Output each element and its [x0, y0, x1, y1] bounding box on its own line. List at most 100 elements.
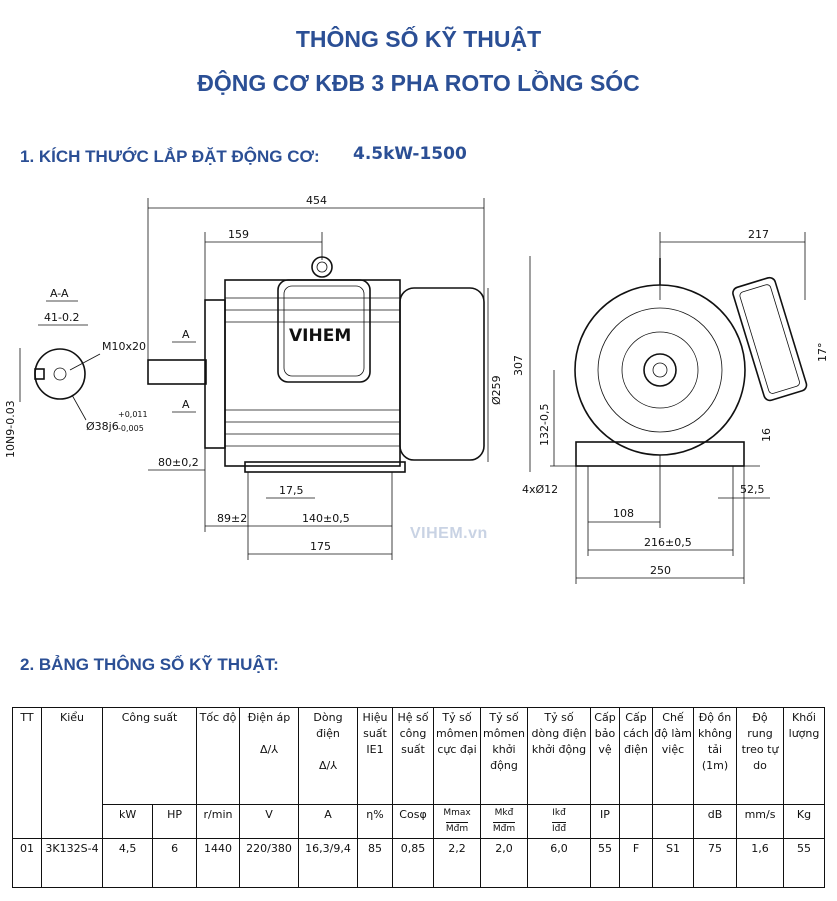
table-row: 01 3K132S-4 4,5 6 1440 220/380 16,3/9,4 … [12, 838, 825, 889]
col-dong-dien-delta: Δ/⅄ [319, 758, 337, 772]
dim-307: 307 [512, 355, 525, 376]
col-dien-ap-delta: Δ/⅄ [260, 742, 278, 756]
shaft-tol-upper: +0,011 [118, 410, 148, 419]
col-do-rung: Độ rung treo tự do [736, 707, 784, 805]
section-heading-spec-table: 2. BẢNG THÔNG SỐ KỸ THUẬT: [20, 655, 279, 674]
cell-cos: 0,85 [392, 838, 434, 889]
frac-mkd-top: Mkđ [494, 808, 514, 818]
unit-ins [619, 803, 653, 840]
frac-mmax-bottom: Mđm [445, 822, 469, 836]
cell-tkd: 2,0 [480, 838, 528, 889]
dim-175: 175 [310, 540, 331, 553]
col-hieu-suat: Hiệu suất IE1 [357, 707, 393, 805]
key-width-dim: 41-0.2 [44, 311, 79, 324]
col-toc-do: Tốc độ [196, 707, 240, 805]
dim-132: 132-0,5 [538, 404, 551, 446]
section-heading-dimensions: 1. KÍCH THƯỚC LẮP ĐẶT ĐỘNG CƠ: [20, 147, 320, 166]
dim-108: 108 [613, 507, 634, 520]
unit-duty [652, 803, 694, 840]
col-cap-bao-ve: Cấp bảo vệ [590, 707, 620, 805]
section-marker-a-top: A [182, 328, 190, 341]
shaft-dia-dim: Ø38j6 [86, 420, 119, 433]
page-title-line1: THÔNG SỐ KỸ THUẬT [295, 26, 542, 52]
motor-end-view: 217 17° 132-0,5 16 4xØ12 52,5 108 216±0,… [522, 228, 829, 584]
dim-16: 16 [760, 428, 773, 442]
brand-plate: VIHEM [289, 326, 351, 346]
unit-hp: HP [152, 803, 197, 840]
unit-ikd: Ikđ Iđđ [527, 803, 591, 840]
frac-mmax-top: Mmax [443, 808, 471, 818]
unit-ip: IP [590, 803, 620, 840]
col-dien-ap: Điện áp Δ/⅄ [239, 707, 299, 805]
cell-kw: 4,5 [101, 838, 154, 889]
cell-v: 220/380 [239, 838, 299, 889]
cell-hp: 6 [152, 838, 197, 889]
motor-dimension-drawing: A-A 41-0.2 M10x20 10N9-0.03 Ø38j6 +0,011… [4, 194, 829, 584]
col-do-on: Độ ồn không tải (1m) [693, 707, 737, 805]
cell-tt: 01 [12, 838, 42, 889]
col-cap-cach-dien: Cấp cách điện [619, 707, 653, 805]
unit-vib: mm/s [736, 803, 784, 840]
dim-140: 140±0,5 [302, 512, 350, 525]
dim-89: 89±2 [217, 512, 247, 525]
unit-rpm: r/min [196, 803, 240, 840]
table-header-row: TT Kiểu Công suất Tốc độ Điện áp Δ/⅄ Dòn… [12, 706, 825, 840]
unit-v: V [239, 803, 299, 840]
unit-mmax: Mmax Mđm [433, 803, 481, 840]
dim-17-5: 17,5 [279, 484, 304, 497]
unit-kw: kW [101, 803, 154, 840]
section-marker-a-bottom: A [182, 398, 190, 411]
watermark: VIHEM.vn [410, 525, 488, 542]
cell-db: 75 [693, 838, 737, 889]
section-aa-view: A-A 41-0.2 M10x20 10N9-0.03 Ø38j6 +0,011… [4, 287, 148, 458]
col-kieu: Kiểu [41, 706, 103, 840]
dim-250: 250 [650, 564, 671, 577]
cell-duty: S1 [652, 838, 694, 889]
cell-ip: 55 [590, 838, 620, 889]
dim-217: 217 [748, 228, 769, 241]
thread-dim: M10x20 [102, 340, 146, 353]
dim-angle: 17° [816, 343, 829, 363]
cell-kieu: 3K132S-4 [41, 838, 103, 889]
cell-a: 16,3/9,4 [298, 838, 358, 889]
col-tt: TT [12, 706, 42, 840]
unit-kg: Kg [783, 803, 825, 840]
key-tol-dim: 10N9-0.03 [4, 400, 17, 458]
motor-model: 4.5kW-1500 [353, 144, 467, 164]
frac-ikd-bottom: Iđđ [551, 822, 567, 836]
col-dong-dien: Dòng điện Δ/⅄ [298, 707, 358, 805]
cell-eff: 85 [357, 838, 393, 889]
col-ty-so-max: Tỷ số mômen cực đại [433, 707, 481, 805]
col-he-so: Hệ số công suất [392, 707, 434, 805]
dim-holes: 4xØ12 [522, 483, 558, 496]
frac-mkd-bottom: Mđm [492, 822, 516, 836]
motor-side-view: 454 159 VIHEM A A [147, 194, 531, 560]
cell-tmax: 2,2 [433, 838, 481, 889]
unit-eff: η% [357, 803, 393, 840]
col-che-do: Chế độ làm việc [652, 707, 694, 805]
frac-ikd-top: Ikđ [552, 808, 566, 818]
dim-52-5: 52,5 [740, 483, 765, 496]
col-dien-ap-label: Điện áp [247, 711, 291, 724]
table-unit-row: kW HP r/min V A η% Cosφ Mmax Mđm Mkđ Mđm… [13, 803, 825, 840]
col-ty-so-dong: Tỷ số dòng điện khởi động [527, 707, 591, 805]
col-ty-so-kd: Tỷ số mômen khởi động [480, 707, 528, 805]
col-cong-suat: Công suất [102, 707, 197, 805]
page-title-line2: ĐỘNG CƠ KĐB 3 PHA ROTO LỒNG SÓC [197, 70, 640, 96]
unit-a: A [298, 803, 358, 840]
shaft-tol-lower: -0,005 [118, 424, 144, 433]
section-aa-label: A-A [50, 287, 69, 300]
unit-cos: Cosφ [392, 803, 434, 840]
col-khoi-luong: Khối lượng [783, 707, 825, 805]
cell-kg: 55 [783, 838, 825, 889]
cell-ins: F [619, 838, 653, 889]
dim-216: 216±0,5 [644, 536, 692, 549]
cell-rpm: 1440 [196, 838, 240, 889]
unit-db: dB [693, 803, 737, 840]
dim-159: 159 [228, 228, 249, 241]
overall-length-dim: 454 [306, 194, 327, 207]
dim-80: 80±0,2 [158, 456, 199, 469]
dim-dia-259: Ø259 [490, 375, 503, 405]
cell-tdong: 6,0 [527, 838, 591, 889]
unit-mkd: Mkđ Mđm [480, 803, 528, 840]
